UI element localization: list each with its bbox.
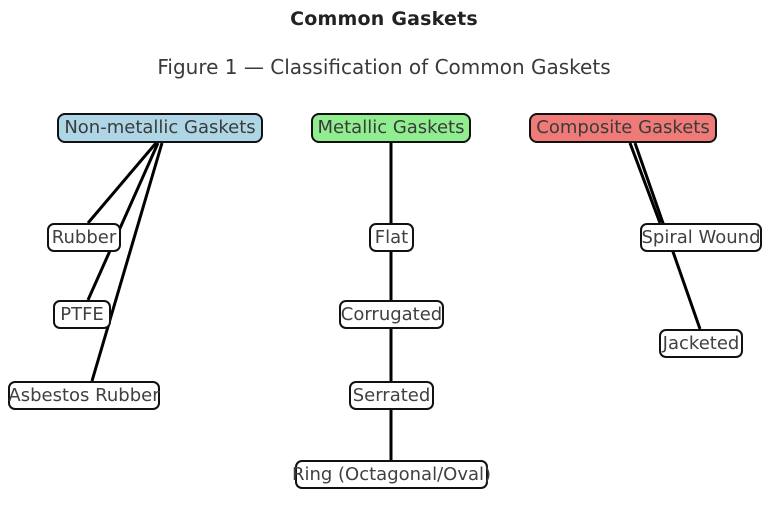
node-metallic-gaskets[interactable]: Metallic Gaskets [311,113,471,143]
node-ring-octagonal-oval[interactable]: Ring (Octagonal/Oval) [291,460,492,489]
node-label: Flat [374,226,409,248]
node-non-metallic-gaskets[interactable]: Non-metallic Gaskets [57,113,263,143]
node-flat[interactable]: Flat [369,223,414,252]
node-label: Ring (Octagonal/Oval) [291,463,492,485]
node-jacketed[interactable]: Jacketed [659,329,743,358]
node-label: PTFE [60,303,104,325]
edge-nonmetallic-ptfe [86,142,160,301]
edge-nonmetallic-rubber [86,142,158,224]
node-label: Jacketed [662,332,740,354]
node-label: Rubber [51,226,117,248]
node-label: Serrated [352,384,431,406]
node-label: Non-metallic Gaskets [64,117,256,138]
node-label: Spiral Wound [641,226,761,248]
node-corrugated[interactable]: Corrugated [339,300,444,329]
node-rubber[interactable]: Rubber [47,223,121,252]
node-asbestos-rubber[interactable]: Asbestos Rubber [8,381,160,410]
node-label: Corrugated [340,303,443,325]
node-composite-gaskets[interactable]: Composite Gaskets [529,113,717,143]
figure-subtitle: Figure 1 — Classification of Common Gask… [157,55,611,79]
node-label: Composite Gaskets [536,117,710,138]
node-ptfe[interactable]: PTFE [53,300,111,329]
node-serrated[interactable]: Serrated [349,381,434,410]
edge-nonmetallic-asbestos [90,142,164,382]
edge-composite-spiralwound [628,142,662,224]
node-label: Asbestos Rubber [8,384,160,406]
node-spiral-wound[interactable]: Spiral Wound [640,223,762,252]
figure-title: Common Gaskets [290,8,478,30]
node-label: Metallic Gaskets [317,117,465,138]
